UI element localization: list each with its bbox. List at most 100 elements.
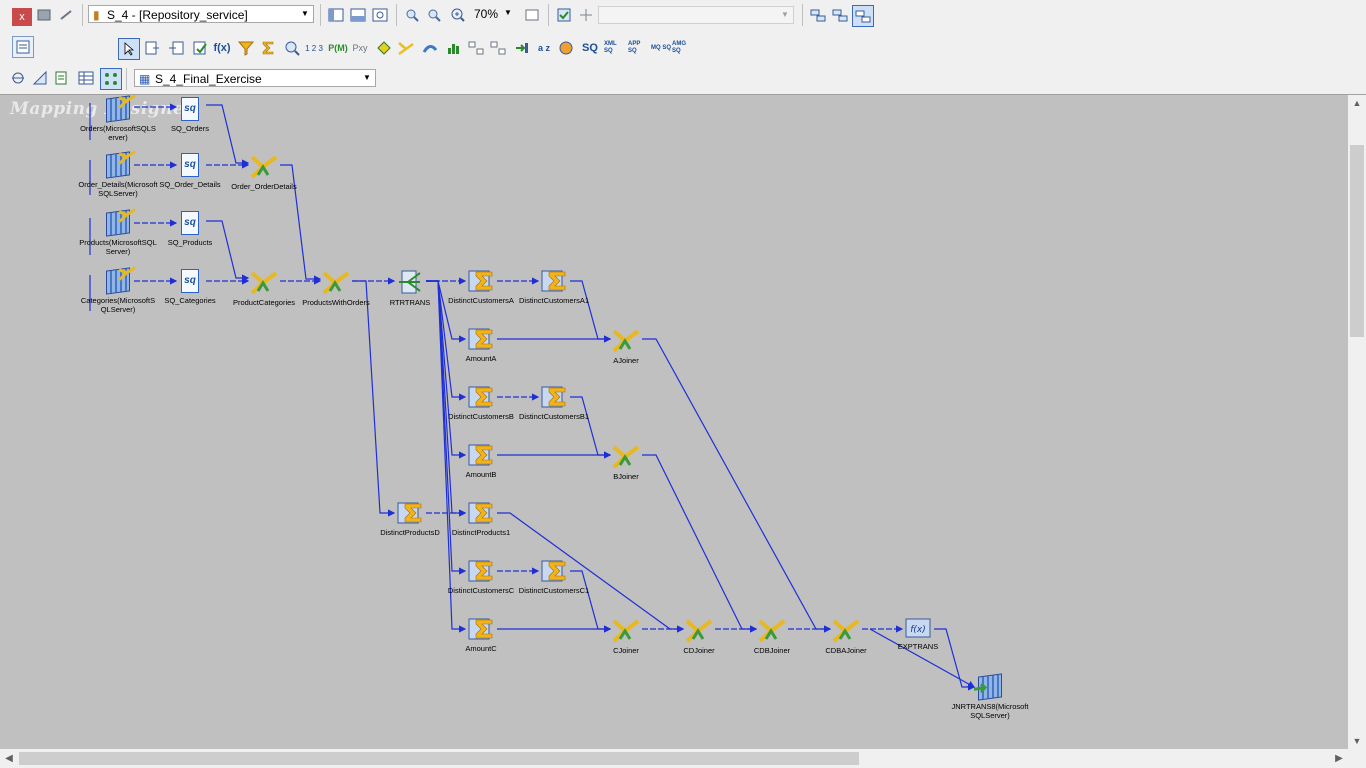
java-icon[interactable] <box>556 38 576 58</box>
source-table-icon <box>106 266 136 295</box>
source-table-icon <box>106 208 136 237</box>
table-icon[interactable] <box>76 68 96 88</box>
chevron-down-icon: ▼ <box>363 73 371 82</box>
node-label: EXPTRANS <box>897 642 939 651</box>
navigator-icon[interactable] <box>326 5 346 25</box>
source-orders[interactable]: Orders(MicrosoftSQLServer) <box>70 95 166 142</box>
zoom-combo[interactable]: 70% ▼ <box>470 5 516 23</box>
sq-orders[interactable]: sq SQ_Orders <box>142 97 238 133</box>
stored-procedure-icon[interactable]: P(M) <box>328 43 348 53</box>
source-categories[interactable]: Categories(MicrosoftSQLServer) <box>70 266 166 314</box>
sq-order-details[interactable]: sq SQ_Order_Details <box>142 153 238 189</box>
union-icon[interactable] <box>488 38 508 58</box>
layout-icon-2[interactable] <box>830 5 850 25</box>
pointer-icon[interactable] <box>118 38 140 60</box>
filter-icon[interactable] <box>236 38 256 58</box>
router-rtrtrans[interactable]: RTRTRANS <box>362 269 458 307</box>
router-icon[interactable] <box>466 38 486 58</box>
sq-products[interactable]: sq SQ_Products <box>142 211 238 247</box>
repository-db-icon[interactable] <box>34 5 54 25</box>
joiner-cdbajoiner[interactable]: CDBAJoiner <box>798 617 894 655</box>
layout-icon-3[interactable] <box>852 5 874 27</box>
joiner-icon <box>250 153 278 179</box>
vertical-scrollbar[interactable]: ▲ ▼ <box>1348 95 1366 749</box>
joiner-cdjoiner[interactable]: CDJoiner <box>651 617 747 655</box>
mapping-combo[interactable]: ▦S_4_Final_Exercise ▼ <box>134 69 376 87</box>
lookup-icon[interactable] <box>282 38 302 58</box>
joiner-products-with-orders[interactable]: ProductsWithOrders <box>288 269 384 307</box>
scroll-down-icon[interactable]: ▼ <box>1352 736 1362 746</box>
aggregator-distinct-customers-c[interactable]: DistinctCustomersC <box>433 559 529 595</box>
mq-sq-icon[interactable]: MQ SQ <box>650 44 671 51</box>
target-icon[interactable] <box>166 38 186 58</box>
xml-sq-icon[interactable]: XML SQ <box>604 41 617 54</box>
expression-exptrans[interactable]: f(x) EXPTRANS <box>870 617 966 651</box>
joiner-icon[interactable] <box>396 38 416 58</box>
rank-icon[interactable] <box>374 38 394 58</box>
output-window-icon[interactable] <box>348 5 368 25</box>
aggregator-amount-a[interactable]: AmountA <box>433 327 529 363</box>
source-products[interactable]: Products(MicrosoftSQLServer) <box>70 208 166 256</box>
aggregator-icon[interactable] <box>258 38 278 58</box>
joiner-bjoiner[interactable]: BJoiner <box>578 443 674 481</box>
xml-sort-icon[interactable]: a z <box>537 43 550 53</box>
target-jnrtrans8[interactable]: JNRTRANS8(MicrosoftSQLServer) <box>942 673 1038 720</box>
zoom-in-icon[interactable] <box>448 5 468 25</box>
aggregator-amount-b[interactable]: AmountB <box>433 443 529 479</box>
aggregator-amount-c[interactable]: AmountC <box>433 617 529 653</box>
fit-to-window-icon[interactable] <box>522 5 542 25</box>
ruler-icon[interactable] <box>30 68 50 88</box>
mapping-canvas[interactable]: Mapping Designer <box>0 95 1348 749</box>
disconnect-icon[interactable] <box>56 5 76 25</box>
repository-combo[interactable]: ▮S_4 - [Repository_service] ▼ <box>88 5 314 23</box>
node-label: RTRTRANS <box>389 298 431 307</box>
joiner-order-details[interactable]: Order_OrderDetails <box>216 153 312 191</box>
scroll-right-icon[interactable]: ▶ <box>1335 753 1343 764</box>
zoom-normal-icon[interactable] <box>8 68 28 88</box>
transaction-control-icon[interactable] <box>512 38 532 58</box>
validate-icon[interactable] <box>554 5 574 25</box>
source-order-details[interactable]: Order_Details(MicrosoftSQLServer) <box>70 150 166 198</box>
sequence-icon[interactable]: 1 2 3 <box>305 43 323 53</box>
router-icon <box>398 269 422 295</box>
aggregator-distinct-customers-a1[interactable]: DistinctCustomersA1 <box>506 269 602 305</box>
function-icon[interactable]: f(x) <box>213 42 231 54</box>
panel-icon[interactable] <box>12 36 34 58</box>
arrange-icon[interactable] <box>576 5 596 25</box>
layout-icon-1[interactable] <box>808 5 828 25</box>
aggregator-distinct-customers-c1[interactable]: DistinctCustomersC1 <box>506 559 602 595</box>
overview-icon[interactable] <box>370 5 390 25</box>
joiner-cjoiner[interactable]: CJoiner <box>578 617 674 655</box>
grid-icon[interactable] <box>100 68 122 90</box>
node-label: CDBJoiner <box>753 646 791 655</box>
aggregator-distinct-customers-b[interactable]: DistinctCustomersB <box>433 385 529 421</box>
object-combo[interactable]: ▼ <box>598 6 794 24</box>
close-button[interactable]: x <box>12 8 32 26</box>
edit-icon[interactable] <box>52 68 72 88</box>
aggregator-distinct-customers-b1[interactable]: DistinctCustomersB1 <box>506 385 602 421</box>
aggregator-icon <box>468 385 494 409</box>
zoom-center-icon[interactable] <box>402 5 422 25</box>
custom-transform-icon[interactable]: Pxy <box>352 43 368 53</box>
horizontal-scrollbar[interactable]: ◀ ▶ <box>0 749 1348 768</box>
app-sq-icon[interactable]: APP SQ <box>628 41 641 54</box>
aggregator-distinct-products-1[interactable]: DistinctProducts1 <box>433 501 529 537</box>
node-label: BJoiner <box>613 472 639 481</box>
aggregator-distinct-products-d[interactable]: DistinctProductsD <box>362 501 458 537</box>
sq-categories[interactable]: sq SQ_Categories <box>142 269 238 305</box>
source-icon[interactable] <box>142 38 162 58</box>
scroll-left-icon[interactable]: ◀ <box>5 753 13 764</box>
vertical-scroll-thumb[interactable] <box>1350 145 1364 337</box>
sorter-icon[interactable] <box>444 38 464 58</box>
update-strategy-icon[interactable] <box>190 38 210 58</box>
aggregator-distinct-customers-a[interactable]: DistinctCustomersA <box>433 269 529 305</box>
joiner-ajoiner[interactable]: AJoiner <box>578 327 674 365</box>
joiner-cdbjoiner[interactable]: CDBJoiner <box>724 617 820 655</box>
normalizer-icon[interactable] <box>420 38 440 58</box>
scroll-up-icon[interactable]: ▲ <box>1352 98 1362 108</box>
horizontal-scroll-thumb[interactable] <box>19 752 859 765</box>
zoom-point-icon[interactable] <box>424 5 444 25</box>
amg-sq-icon[interactable]: AMG SQ <box>672 41 686 54</box>
joiner-product-categories[interactable]: ProductCategories <box>216 269 312 307</box>
sq-icon[interactable]: SQ <box>582 42 598 54</box>
